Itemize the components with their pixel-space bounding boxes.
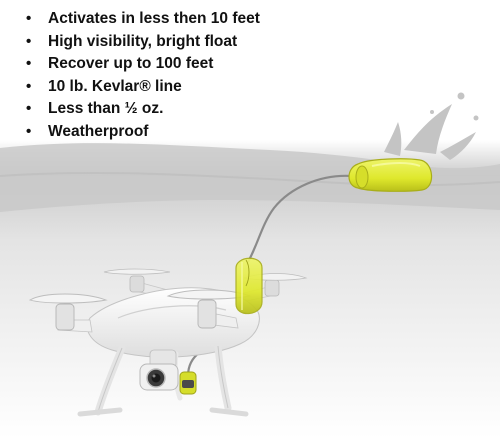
feature-item: • Less than ½ oz.	[26, 98, 260, 121]
feature-text: Weatherproof	[48, 122, 149, 140]
bullet-icon: •	[26, 32, 32, 50]
bullet-icon: •	[26, 55, 32, 73]
feature-item: • Activates in less then 10 feet	[26, 8, 260, 31]
bullet-icon: •	[26, 10, 32, 27]
bullet-icon: •	[26, 122, 32, 140]
bullet-icon: •	[26, 100, 32, 118]
feature-text: Less than ½ oz.	[48, 100, 164, 118]
line-mount-clip	[179, 371, 197, 395]
splash	[384, 92, 479, 160]
feature-item: • 10 lb. Kevlar® line	[26, 76, 260, 99]
feature-list: • Activates in less then 10 feet • High vi…	[26, 8, 260, 144]
feature-text: 10 lb. Kevlar® line	[48, 77, 182, 95]
feature-item: • Weatherproof	[26, 121, 260, 144]
feature-text: Recover up to 100 feet	[48, 55, 214, 73]
kevlar-line	[247, 174, 353, 263]
feature-item: • High visibility, bright float	[26, 31, 260, 54]
float-deployed	[348, 158, 433, 192]
float-housing	[235, 257, 263, 315]
feature-text: Activates in less then 10 feet	[48, 10, 260, 27]
bullet-icon: •	[26, 77, 32, 95]
drone	[28, 268, 308, 417]
feature-text: High visibility, bright float	[48, 32, 238, 50]
feature-item: • Recover up to 100 feet	[26, 53, 260, 76]
